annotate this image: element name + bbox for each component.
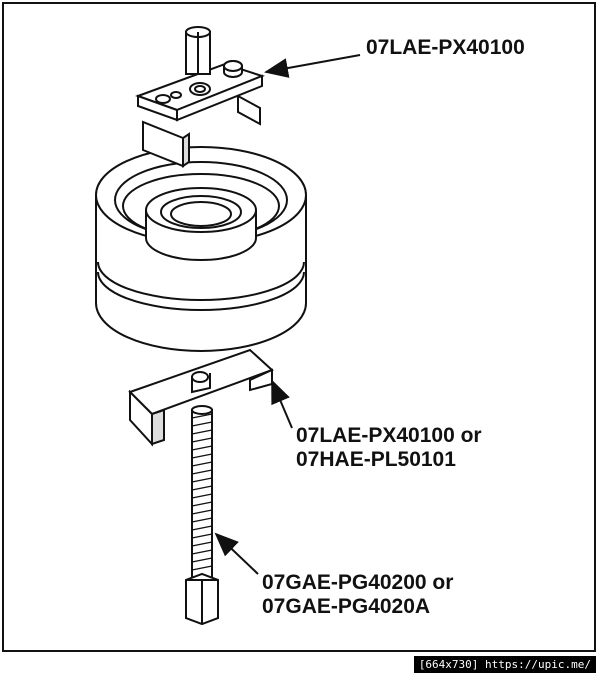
label-bolt-line2: 07GAE-PG4020A — [262, 595, 431, 618]
lower-puller-bracket — [128, 348, 274, 447]
arrow-icon — [271, 379, 293, 429]
pulley — [95, 146, 307, 352]
label-lower-tool-line2: 07HAE-PL50101 — [296, 448, 456, 471]
top-puller-bracket — [135, 26, 265, 168]
label-lower-tool-line1: 07LAE-PX40100 or — [296, 424, 482, 447]
label-top-tool: 07LAE-PX40100 — [366, 36, 525, 59]
label-bolt-line1: 07GAE-PG40200 or — [262, 571, 454, 594]
watermark-footer: [664x730] https://upic.me/ — [413, 656, 596, 673]
leader-arrows — [214, 54, 361, 575]
diagram-frame — [2, 2, 596, 652]
arrow-icon — [264, 54, 361, 78]
forcing-bolt — [185, 405, 219, 626]
arrow-icon — [214, 532, 259, 575]
